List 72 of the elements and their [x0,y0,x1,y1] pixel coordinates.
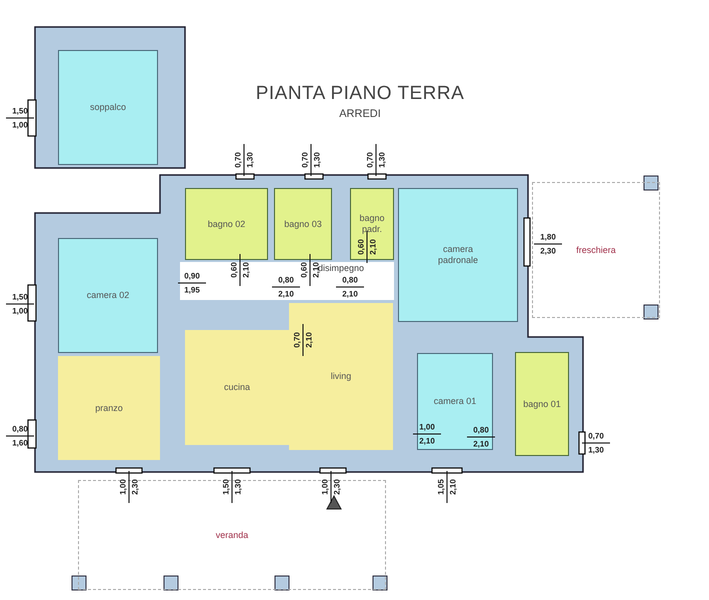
dimension-value: 2,10 [278,290,294,298]
room [398,188,518,322]
dimension-value: 1,95 [184,286,200,294]
dimension-value: 1,30 [588,446,604,454]
room [185,330,289,445]
room [417,353,493,450]
dimension-value: 2,30 [130,479,140,495]
room-label: camera padronale [436,244,480,266]
room-label: soppalco [90,102,126,113]
dimension-value: 0,60 [230,262,238,278]
dimension-value: 0,70 [234,152,242,168]
dimension-value: 2,10 [242,262,250,278]
dimension-value: 0,90 [184,272,200,280]
room [58,50,158,165]
bathroom [515,352,569,456]
dimension-value: 0,70 [292,332,302,348]
room-label: bagno 01 [523,398,561,410]
bathroom [185,188,268,260]
dimension-value: 2,10 [368,239,378,255]
room-label: living [330,371,352,382]
room [58,356,160,460]
dimension-value: 0,70 [300,152,310,168]
room [58,238,158,353]
plan-title: PIANTA PIANO TERRA [254,82,466,106]
dimension-value: 1,00 [320,479,330,495]
dimension-value: 1,00 [118,479,128,495]
room-label: veranda [216,530,248,540]
dimension-value: 0,80 [278,276,294,284]
dimension-value: 0,80 [473,426,489,434]
dimension-value: 2,10 [312,262,320,278]
dimension-value: 2,10 [342,290,358,298]
dimension-value: 0,70 [588,432,604,440]
bathroom [274,188,332,260]
dimension-value: 1,50 [12,106,28,116]
dimension-value: 1,30 [312,152,322,168]
dimension-value: 1,30 [246,152,254,168]
room-label: bagno padr. [358,213,386,235]
dimension-value: 1,50 [12,292,28,302]
bathroom [350,188,394,260]
dimension-value: 0,60 [300,262,308,278]
dimension-value: 0,80 [342,276,358,284]
dimension-value: 2,10 [304,332,314,348]
dimension-value: 1,05 [436,479,446,495]
room-label: freschiera [576,244,616,256]
dimension-value: 1,30 [378,152,386,168]
dimension-value: 0,60 [356,239,366,255]
room-label: pranzo [95,402,123,414]
dimension-value: 2,10 [473,440,489,448]
dimension-value: 1,00 [12,120,28,130]
dimension-value: 1,50 [222,479,230,495]
outdoor-area [78,480,386,590]
room-label: bagno 03 [284,218,322,230]
dimension-value: 2,30 [332,479,342,495]
dimension-value: 1,60 [12,438,28,448]
dimension-value: 2,10 [419,436,435,446]
room-label: bagno 02 [208,218,246,230]
dimension-value: 0,80 [12,424,28,434]
dimension-value: 1,80 [540,232,556,242]
subtitle: ARREDI [338,107,382,122]
room-label: cucina [224,382,250,393]
dimension-value: 1,00 [12,306,28,316]
room-label: disimpegno [318,263,364,273]
dimension-value: 2,10 [448,479,458,495]
dimension-value: 2,30 [540,246,556,256]
dimension-value: 1,30 [234,479,242,495]
room-label: camera 02 [86,290,130,301]
room-label: camera 01 [434,396,476,407]
outdoor-area [532,182,660,318]
dimension-value: 0,70 [366,152,374,168]
room [289,303,393,450]
corridor [180,262,394,300]
dimension-value: 1,00 [419,422,435,432]
